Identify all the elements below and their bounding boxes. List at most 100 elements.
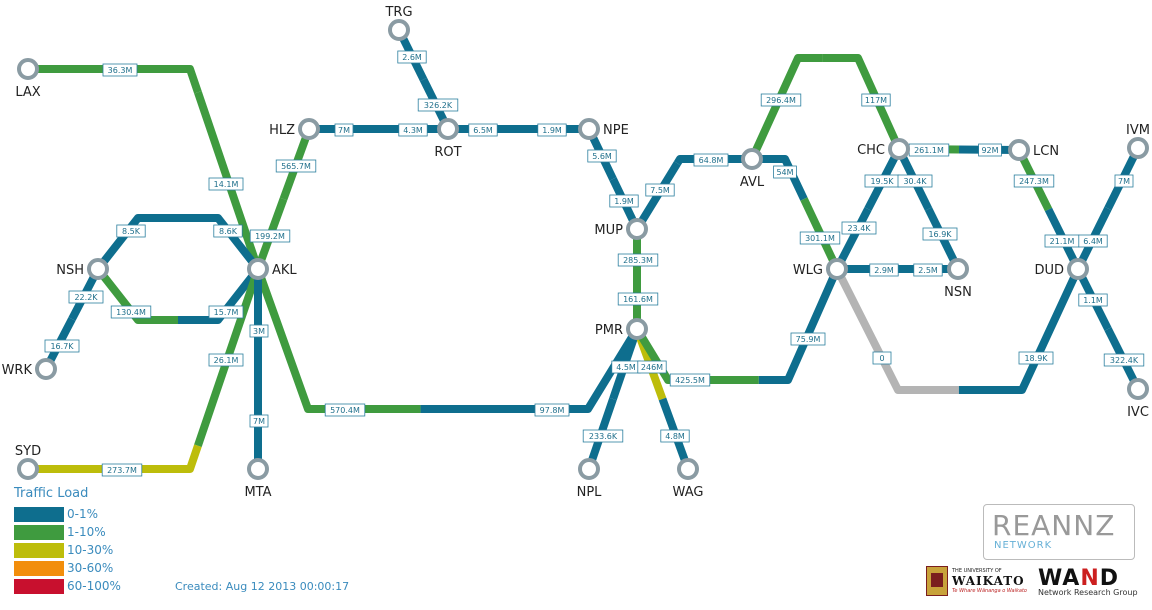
legend-row: 1-10% bbox=[14, 523, 121, 541]
node-avl[interactable] bbox=[741, 148, 763, 170]
link-label-box bbox=[468, 123, 498, 137]
node-label: IVC bbox=[1127, 405, 1149, 420]
node-pmr[interactable] bbox=[626, 318, 648, 340]
link-label: 8.6K bbox=[219, 227, 238, 236]
node-rot[interactable] bbox=[437, 118, 459, 140]
link-label: 4.8M bbox=[665, 432, 685, 441]
wand-logo-text: WAND bbox=[1038, 566, 1138, 591]
link-label-box bbox=[275, 159, 317, 173]
link-label-box bbox=[645, 183, 675, 197]
node-lcn[interactable] bbox=[1008, 139, 1030, 161]
node-chc[interactable] bbox=[888, 138, 910, 160]
link-label: 247.3M bbox=[1019, 177, 1049, 186]
link-label: 285.3M bbox=[623, 256, 653, 265]
link-label-box bbox=[249, 229, 291, 243]
link-label-box bbox=[1103, 353, 1145, 367]
waikato-logo[interactable]: THE UNIVERSITY OF WAIKATO Te Whare Wānan… bbox=[926, 566, 1027, 596]
link-label: 161.6M bbox=[623, 295, 653, 304]
link-pmr-wlg-in[interactable] bbox=[758, 267, 841, 384]
link-syd-akl-out[interactable] bbox=[28, 444, 202, 473]
node-dud[interactable] bbox=[1067, 258, 1089, 280]
link-avl-chc-in[interactable] bbox=[822, 54, 903, 151]
link-label: 199.2M bbox=[255, 232, 285, 241]
legend: Traffic Load 0-1% 1-10% 10-30% 30-60% 60… bbox=[14, 486, 121, 595]
link-label: 273.7M bbox=[107, 466, 137, 475]
link-label: 8.5K bbox=[122, 227, 141, 236]
waikato-logo-text: THE UNIVERSITY OF WAIKATO Te Whare Wānan… bbox=[952, 568, 1027, 594]
node-syd[interactable] bbox=[17, 458, 39, 480]
legend-swatch bbox=[14, 524, 64, 540]
node-trg[interactable] bbox=[388, 19, 410, 41]
node-npe[interactable] bbox=[578, 118, 600, 140]
link-label-box bbox=[669, 373, 711, 387]
node-wlg[interactable] bbox=[826, 258, 848, 280]
reannz-logo[interactable]: REANNZ NETWORK bbox=[983, 504, 1135, 560]
node-label: MTA bbox=[244, 485, 271, 500]
legend-swatch bbox=[14, 560, 64, 576]
link-label-box bbox=[208, 353, 244, 367]
link-label: 296.4M bbox=[766, 96, 796, 105]
node-label: CHC bbox=[857, 143, 885, 158]
link-label-box bbox=[869, 263, 899, 277]
node-label: NPL bbox=[577, 485, 603, 500]
node-label: AVL bbox=[740, 175, 765, 190]
node-label: PMR bbox=[595, 323, 623, 338]
node-hlz[interactable] bbox=[298, 118, 320, 140]
link-label-box bbox=[102, 63, 138, 77]
legend-label: 60-100% bbox=[67, 579, 121, 593]
node-mta[interactable] bbox=[247, 458, 269, 480]
link-wlg-dud-in[interactable] bbox=[958, 267, 1082, 394]
node-label: LCN bbox=[1033, 144, 1059, 159]
link-label-box bbox=[637, 360, 667, 374]
wand-logo[interactable]: WAND Network Research Group bbox=[1038, 566, 1138, 597]
link-nsh-akl-bottom-out[interactable] bbox=[94, 266, 178, 324]
node-label: NPE bbox=[603, 123, 629, 138]
node-ivc[interactable] bbox=[1127, 378, 1149, 400]
node-ivm[interactable] bbox=[1127, 137, 1149, 159]
link-nsh-akl-top-out[interactable] bbox=[94, 214, 178, 272]
link-chc-wlg-in[interactable] bbox=[833, 207, 872, 271]
node-label: WRK bbox=[2, 363, 33, 378]
node-label: NSH bbox=[56, 263, 84, 278]
link-label: 97.8M bbox=[540, 406, 565, 415]
link-nsh-akl-bottom-in[interactable] bbox=[178, 266, 262, 324]
link-label: 30.4K bbox=[903, 177, 927, 186]
link-label-box bbox=[213, 224, 243, 238]
link-label-box bbox=[760, 93, 802, 107]
node-akl[interactable] bbox=[247, 258, 269, 280]
link-label-box bbox=[534, 403, 570, 417]
node-nsn[interactable] bbox=[947, 258, 969, 280]
link-label: 4.5M bbox=[616, 363, 636, 372]
link-avl-chc-out[interactable] bbox=[748, 54, 823, 161]
link-label: 16.7K bbox=[50, 342, 74, 351]
link-lax-akl-out[interactable] bbox=[28, 65, 202, 94]
link-label-box bbox=[587, 149, 617, 163]
node-mup[interactable] bbox=[626, 218, 648, 240]
node-label: ROT bbox=[434, 145, 461, 160]
link-label-box bbox=[617, 253, 659, 267]
node-lax[interactable] bbox=[17, 58, 39, 80]
link-label: 7M bbox=[338, 126, 350, 135]
node-label: AKL bbox=[272, 263, 297, 278]
link-label-box bbox=[897, 174, 933, 188]
link-label-box bbox=[773, 165, 797, 179]
link-label: 7M bbox=[1118, 177, 1130, 186]
node-wag[interactable] bbox=[677, 458, 699, 480]
node-npl[interactable] bbox=[578, 458, 600, 480]
legend-swatch bbox=[14, 578, 64, 594]
node-wrk[interactable] bbox=[35, 358, 57, 380]
link-label-box bbox=[1018, 351, 1054, 365]
link-nsh-akl-top-in[interactable] bbox=[178, 214, 262, 272]
node-nsh[interactable] bbox=[87, 258, 109, 280]
link-akl-pmr-out[interactable] bbox=[254, 267, 421, 413]
link-label-box bbox=[537, 123, 567, 137]
link-label: 75.9M bbox=[796, 335, 821, 344]
link-label: 1.1M bbox=[1083, 296, 1103, 305]
link-pmr-wlg-out[interactable] bbox=[633, 326, 759, 384]
link-label-box bbox=[913, 263, 943, 277]
link-akl-pmr-in[interactable] bbox=[420, 326, 641, 413]
link-wlg-dud-out[interactable] bbox=[833, 267, 959, 394]
